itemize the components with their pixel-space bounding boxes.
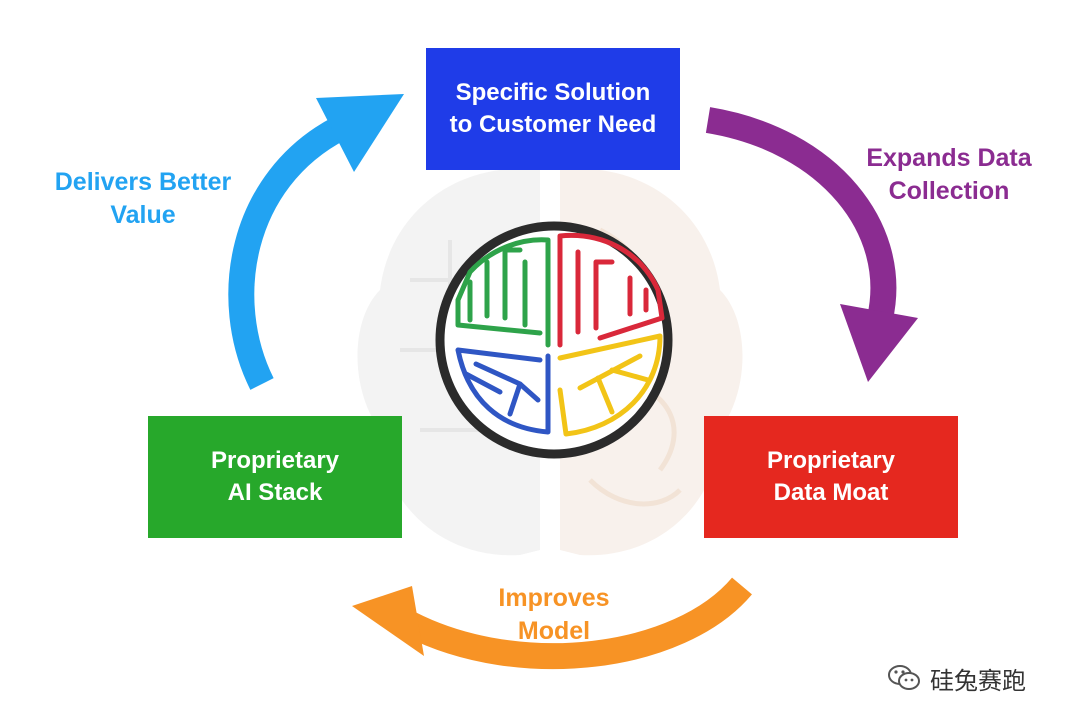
node-specific-solution: Specific Solution to Customer Need (426, 48, 680, 170)
arrowhead-delivers-better-value (316, 94, 404, 172)
edge-label-delivers-better-value: Delivers Better Value (54, 168, 232, 229)
brain-quadrant-red (557, 232, 665, 348)
brain-quadrant-green (455, 237, 551, 348)
wechat-icon (888, 665, 920, 690)
arrow-delivers-better-value (228, 116, 347, 390)
node-proprietary-ai-stack: Proprietary AI Stack (148, 416, 402, 538)
node-proprietary-data-moat: Proprietary Data Moat (704, 416, 958, 538)
arrow-expands-data-collection (705, 107, 897, 321)
brain-quadrant-yellow (557, 333, 663, 437)
arrowhead-expands-data-collection (840, 304, 918, 382)
brain-quadrant-blue (455, 347, 551, 435)
watermark: 硅兔赛跑 (886, 660, 1026, 696)
edge-label-improves-model: Improves Model (498, 584, 610, 645)
arrow-improves-model (404, 577, 752, 670)
watermark-text: 硅兔赛跑 (930, 667, 1026, 695)
edge-label-expands-data-collection: Expands Data Collection (866, 144, 1032, 205)
arrowhead-improves-model (352, 586, 424, 656)
